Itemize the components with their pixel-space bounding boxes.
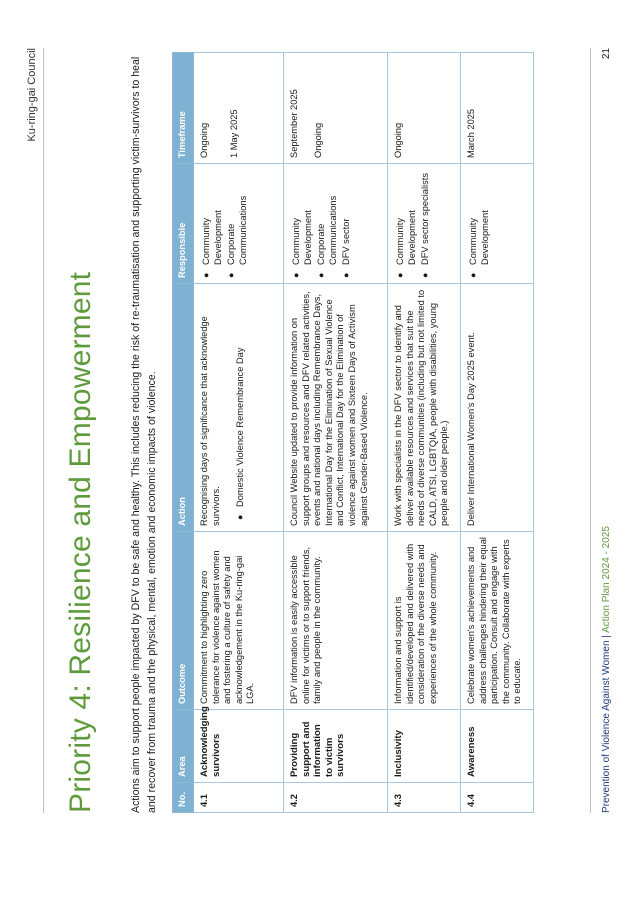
responsible-text: Corporate Communications [226, 195, 248, 265]
responsible-item: ● Community Development [395, 169, 418, 278]
bullet-icon: ● [420, 272, 431, 278]
row-timeframe: Ongoing 1 May 2025 [193, 52, 284, 164]
bullet-icon: ● [201, 272, 211, 278]
responsible-item: ● Corporate Communications [316, 169, 339, 278]
timeframe-item: September 2025 [289, 89, 299, 158]
row-no: 4.4 [460, 782, 534, 813]
footer-plan: Action Plan 2024 - 2025 [601, 526, 612, 633]
row-outcome: DFV information is easily accessible onl… [283, 531, 388, 710]
row-responsible: ● Community Development [460, 163, 534, 284]
row-area: Acknowledging survivors [193, 706, 284, 783]
table-header-row: No. Area Outcome Action Responsible Time… [172, 52, 194, 813]
page-number: 21 [601, 48, 612, 60]
action-table: No. Area Outcome Action Responsible Time… [172, 52, 534, 813]
row-outcome: Celebrate women's achievements and addre… [460, 531, 534, 710]
timeframe-item: March 2025 [466, 108, 476, 158]
row-timeframe: September 2025 Ongoing [283, 52, 388, 164]
row-timeframe: Ongoing [387, 52, 461, 164]
timeframe-item: 1 May 2025 [228, 109, 239, 158]
responsible-text: Corporate Communications [316, 195, 338, 265]
action-text: Council Website updated to provide infor… [289, 291, 369, 526]
bullet-icon: ● [226, 272, 237, 278]
row-no: 4.1 [193, 782, 284, 813]
row-responsible: ● Community Development ● Corporate Commun… [193, 163, 284, 284]
header-no: No. [172, 782, 194, 813]
row-timeframe: March 2025 [460, 52, 534, 164]
responsible-item: ● Community Development [201, 169, 224, 278]
action-text: Deliver International Women's Day 2025 e… [466, 332, 476, 526]
header-responsible: Responsible [172, 163, 194, 284]
responsible-text: Community Development [468, 210, 490, 265]
bullet-icon: ● [235, 514, 246, 520]
footer: Prevention of Violence Against Women | A… [601, 526, 612, 813]
footer-separator: | [601, 635, 612, 638]
row-no: 4.2 [283, 782, 388, 813]
bullet-icon: ● [395, 272, 405, 278]
responsible-text: Community Development [201, 210, 223, 265]
bullet-icon: ● [316, 272, 327, 278]
council-name: Ku-ring-gai Council [26, 48, 38, 142]
responsible-item: ● DFV sector specialists [420, 169, 432, 278]
footer-doc-title: Prevention of Violence Against Women [601, 640, 612, 813]
row-area: Providing support and information to vic… [283, 709, 388, 783]
responsible-item: ● Community Development [291, 169, 314, 278]
page-title: Priority 4: Resilience and Empowerment [64, 271, 97, 813]
row-action: Recognising days of significance that ac… [193, 283, 284, 532]
row-action: Deliver International Women's Day 2025 e… [460, 283, 534, 532]
table-row: 4.2 Providing support and information to… [283, 52, 388, 813]
header-area: Area [172, 709, 194, 783]
row-outcome: Information and support is identified/de… [387, 531, 461, 710]
action-text: Work with specialists in the DFV sector … [393, 289, 450, 526]
row-no: 4.3 [387, 782, 461, 813]
bullet-icon: ● [291, 272, 301, 278]
bullet-icon: ● [468, 272, 478, 278]
row-outcome: Commitment to highlighting zero toleranc… [193, 531, 284, 710]
row-area: Inclusivity [387, 709, 461, 783]
timeframe-item: Ongoing [393, 122, 403, 158]
row-responsible: ● Community Development ● DFV sector speci… [387, 163, 461, 284]
header-timeframe: Timeframe [172, 52, 194, 164]
responsible-text: DFV sector specialists [420, 173, 431, 265]
intro-paragraph: Actions aim to support people impacted b… [129, 56, 158, 813]
table-row: 4.4 Awareness Celebrate women's achievem… [460, 52, 534, 813]
row-area: Awareness [460, 709, 534, 783]
header-outcome: Outcome [172, 531, 194, 710]
action-bullet: ● Domestic Violence Remembrance Day [235, 289, 247, 521]
responsible-text: Community Development [291, 210, 313, 265]
bullet-icon: ● [341, 272, 352, 278]
footer-divider [590, 48, 591, 813]
timeframe-item: Ongoing [199, 122, 209, 158]
header-divider [43, 48, 44, 813]
row-action: Council Website updated to provide infor… [283, 283, 388, 532]
table-row: 4.1 Acknowledging survivors Commitment t… [193, 52, 284, 813]
responsible-text: DFV sector [341, 218, 352, 266]
responsible-text: Community Development [395, 210, 417, 265]
row-responsible: ● Community Development ● Corporate Commun… [283, 163, 388, 284]
action-bullet-text: Domestic Violence Remembrance Day [235, 347, 246, 508]
action-text: Recognising days of significance that ac… [199, 316, 221, 526]
header-action: Action [172, 283, 194, 532]
responsible-item: ● Community Development [468, 169, 491, 278]
responsible-item: ● DFV sector [341, 169, 353, 279]
row-action: Work with specialists in the DFV sector … [387, 283, 461, 532]
table-row: 4.3 Inclusivity Information and support … [387, 52, 461, 813]
responsible-item: ● Corporate Communications [226, 169, 249, 278]
timeframe-item: Ongoing [312, 122, 323, 158]
